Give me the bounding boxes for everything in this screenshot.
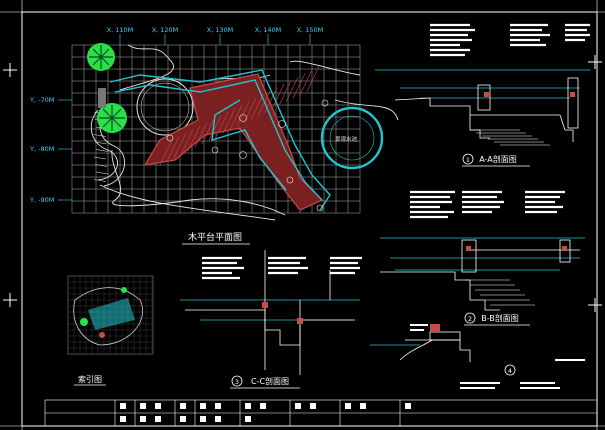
- round-pavilion-inner: [140, 82, 190, 132]
- title-block-text-mark: [180, 403, 186, 409]
- frame-crosshair-marks: [3, 55, 602, 312]
- section-c-c-drawing: [180, 250, 362, 375]
- detail-4-number-circle: [504, 364, 516, 376]
- deck-hatch-line: [180, 129, 194, 155]
- title-block-text-mark: [245, 403, 251, 409]
- round-pavilion: [136, 78, 194, 136]
- section-c-c-number: 3: [235, 378, 239, 386]
- title-block-text-mark: [180, 416, 186, 422]
- title-block-text-mark: [405, 403, 411, 409]
- title-block-text-mark: [245, 416, 251, 422]
- section-b-b-title: B-B剖面图: [481, 313, 519, 323]
- title-block-text-mark: [155, 416, 161, 422]
- landscape-pond: [320, 106, 384, 170]
- title-block-text-mark: [120, 416, 126, 422]
- deck-hatch-line: [285, 76, 299, 103]
- x-coord-label: X, 120M: [152, 26, 179, 34]
- deck-hatch-line: [166, 136, 180, 162]
- deck-hatch-line: [243, 97, 257, 124]
- title-block-text-marks: [120, 403, 411, 422]
- deck-hatch-line: [222, 108, 236, 134]
- tree-symbol-1: [87, 43, 115, 71]
- landscape-pond-inner: [329, 115, 375, 161]
- y-coord-label: Y, -90M: [29, 196, 54, 204]
- deck-hatch-line: [187, 125, 201, 152]
- section-b-b-number: 2: [468, 315, 472, 323]
- site-boundary-curves: [99, 44, 399, 221]
- deck-hatch-line: [229, 104, 243, 131]
- x-coord-label: X, 140M: [255, 26, 282, 34]
- stair-tread: [94, 141, 108, 145]
- y-coord-label: Y, -80M: [29, 145, 54, 153]
- title-block-text-mark: [310, 403, 316, 409]
- section-c-c-title: C-C剖面图: [251, 376, 289, 386]
- title-block-text-mark: [140, 416, 146, 422]
- title-block-text-mark: [295, 403, 301, 409]
- title-block-text-mark: [215, 403, 221, 409]
- deck-hatch-line: [271, 83, 285, 110]
- title-block-text-mark: [155, 403, 161, 409]
- deck-hatch-line: [306, 66, 320, 92]
- deck-hatch-line: [159, 139, 173, 166]
- title-block-text-mark: [215, 416, 221, 422]
- title-block-text-mark: [200, 416, 206, 422]
- tree-symbol-2: [97, 103, 127, 133]
- section-a-a-drawing: [375, 23, 590, 146]
- section-c-c-number-circle: [231, 375, 243, 387]
- section-b-b-drawing: [380, 190, 585, 311]
- title-block-text-mark: [200, 403, 206, 409]
- stair-tread: [93, 156, 107, 160]
- title-block-text-mark: [360, 403, 366, 409]
- section-a-a-number-circle: [462, 153, 474, 165]
- deck-hatch-line: [299, 69, 313, 96]
- x-coord-label: X, 110M: [107, 26, 134, 34]
- title-block-text-mark: [120, 403, 126, 409]
- title-block-text-mark: [260, 403, 266, 409]
- section-a-a-number: 1: [466, 156, 470, 164]
- stair-tread: [95, 149, 109, 152]
- index-map-title: 索引图: [78, 374, 102, 384]
- deck-hatch-line: [292, 73, 306, 99]
- deck-hatch-line: [278, 80, 292, 106]
- section-a-a-title: A-A剖面图: [479, 154, 516, 164]
- x-coord-label: X, 150M: [297, 26, 324, 34]
- stair-tread: [95, 171, 109, 175]
- deck-hatch-line: [194, 122, 208, 148]
- detail-4-number: 4: [508, 367, 512, 375]
- title-block-text-mark: [345, 403, 351, 409]
- title-block-text-mark: [140, 403, 146, 409]
- coord-leader-lines: [58, 34, 311, 201]
- deck-hatch-line: [236, 101, 250, 127]
- index-map: [67, 275, 154, 355]
- cyan-boardwalk-edge: [109, 69, 331, 211]
- deck-hatch-line: [250, 94, 264, 120]
- pond-label: 景观水池: [335, 135, 358, 143]
- deck-hatch-line: [215, 111, 229, 138]
- title-block: [44, 399, 598, 427]
- stair-tread: [93, 134, 107, 137]
- section-b-b-number-circle: [464, 312, 476, 324]
- stair-tread: [93, 179, 107, 182]
- plan-title: 木平台平面图: [188, 231, 242, 243]
- stair-tread: [94, 164, 108, 167]
- path-segment-gray: [98, 88, 106, 108]
- deck-hatch-line: [201, 118, 215, 145]
- x-coord-label: X, 130M: [207, 26, 234, 34]
- detail-4-drawing: [370, 324, 585, 389]
- deck-hatch-line: [257, 90, 271, 117]
- y-coord-label: Y, -70M: [29, 96, 54, 104]
- plan-markers: [166, 99, 329, 212]
- deck-hatch-line: [208, 115, 222, 141]
- deck-hatch-line: [173, 132, 187, 159]
